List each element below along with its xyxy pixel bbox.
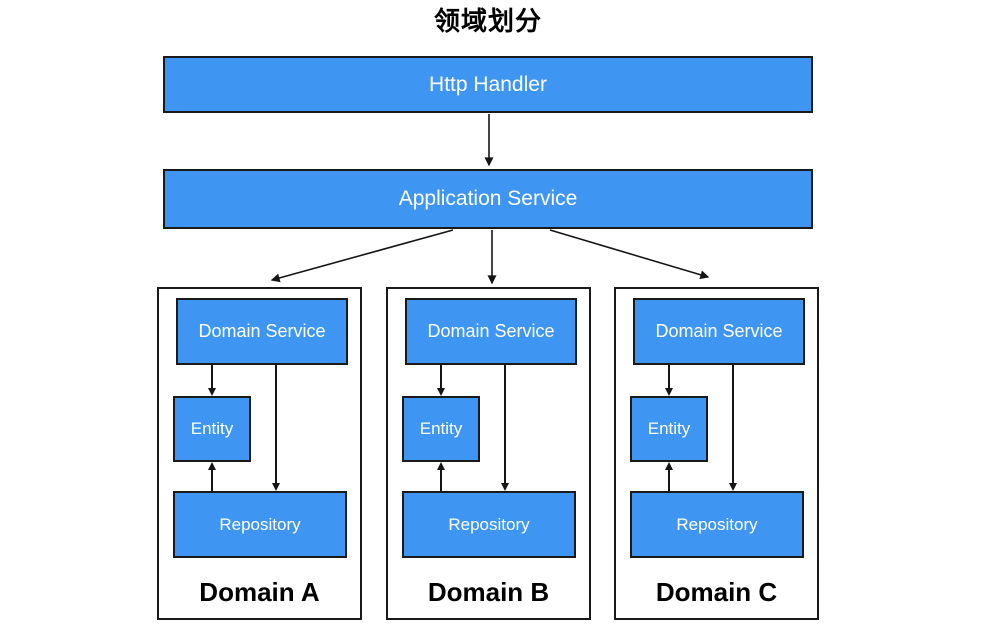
- entity-box: Entity: [630, 396, 708, 462]
- domain-c-container: Domain Service Entity Repository Domain …: [614, 287, 819, 620]
- arrowhead-icon: [437, 388, 445, 396]
- domain-a-container: Domain Service Entity Repository Domain …: [157, 287, 362, 620]
- entity-box: Entity: [173, 396, 251, 462]
- repository-box: Repository: [173, 491, 347, 558]
- arrow-repository-to-entity: [437, 462, 445, 491]
- application-service-box: Application Service: [163, 169, 813, 229]
- arrow-domainservice-to-repository: [272, 365, 280, 491]
- arrowhead-icon: [665, 462, 673, 470]
- arrow-appservice-to-domain-c: [549, 229, 710, 280]
- repository-box: Repository: [402, 491, 576, 558]
- domain-b-container: Domain Service Entity Repository Domain …: [386, 287, 591, 620]
- diagram-title: 领域划分: [433, 6, 542, 36]
- domain-service-box: Domain Service: [633, 298, 805, 365]
- arrowhead-icon: [501, 483, 509, 491]
- arrow-repository-to-entity: [665, 462, 673, 491]
- http-handler-box: Http Handler: [163, 56, 813, 113]
- arrow-domainservice-to-entity: [437, 365, 445, 396]
- domain-service-box: Domain Service: [405, 298, 577, 365]
- arrowhead-icon: [208, 462, 216, 470]
- domain-label: Domain C: [655, 577, 778, 607]
- arrow-domainservice-to-repository: [501, 365, 509, 491]
- arrow-domainservice-to-repository: [729, 365, 737, 491]
- entity-box: Entity: [402, 396, 480, 462]
- arrowhead-icon: [665, 388, 673, 396]
- arrowhead-icon: [729, 483, 737, 491]
- arrow-repository-to-entity: [208, 462, 216, 491]
- arrowhead-icon: [437, 462, 445, 470]
- domain-label: Domain B: [427, 577, 550, 607]
- arrow-domainservice-to-entity: [665, 365, 673, 396]
- arrowhead-icon: [208, 388, 216, 396]
- arrowhead-icon: [272, 483, 280, 491]
- arrow-appservice-to-domain-a: [270, 229, 454, 283]
- arrow-domainservice-to-entity: [208, 365, 216, 396]
- domain-label: Domain A: [199, 577, 320, 607]
- repository-box: Repository: [630, 491, 804, 558]
- domain-service-box: Domain Service: [176, 298, 348, 365]
